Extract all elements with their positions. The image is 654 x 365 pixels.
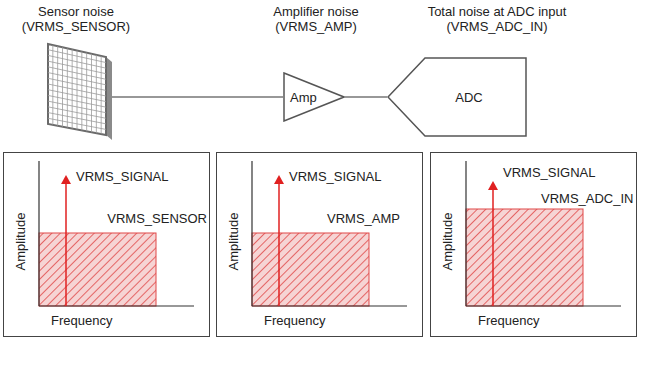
block-label: ADC [455, 90, 482, 105]
noise-label: VRMS_SENSOR [107, 211, 207, 226]
amplifier-triangle: Amp [283, 72, 345, 122]
block-title: Amplifier noise [273, 4, 358, 19]
block-label: Amp [290, 90, 317, 105]
signal-name: (VRMS_SENSOR) [22, 19, 130, 34]
axis-label: Frequency [478, 313, 539, 328]
signal-wire [112, 96, 283, 97]
spectrum-panel: AmplitudeFrequency VRMS_SIGNAL VRMS_ADC_IN [430, 152, 637, 337]
spectrum-panel: AmplitudeFrequency VRMS_SIGNAL VRMS_AMP [216, 152, 423, 337]
axis-label: Amplitude [14, 212, 29, 270]
signal-label: VRMS_SIGNAL [76, 169, 168, 184]
noise-label: VRMS_ADC_IN [541, 191, 633, 206]
noise-label: VRMS_AMP [327, 211, 400, 226]
signal-wire [345, 96, 387, 97]
signal-name: (VRMS_ADC_IN) [446, 19, 547, 34]
axis-label: Amplitude [227, 212, 242, 270]
block-title: Sensor noise [38, 4, 114, 19]
spectrum-panel: AmplitudeFrequency VRMS_SIGNAL VRMS_SENSOR [3, 152, 210, 337]
axis-label: Frequency [51, 313, 112, 328]
signal-label: VRMS_SIGNAL [503, 165, 595, 180]
axis-label: Frequency [264, 313, 325, 328]
block-title: Total noise at ADC input [428, 4, 567, 19]
adc-block: ADC [387, 57, 527, 137]
signal-label: VRMS_SIGNAL [289, 169, 381, 184]
spectrum-plot [431, 153, 638, 338]
axis-label: Amplitude [441, 212, 456, 270]
signal-name: (VRMS_AMP) [275, 19, 357, 34]
